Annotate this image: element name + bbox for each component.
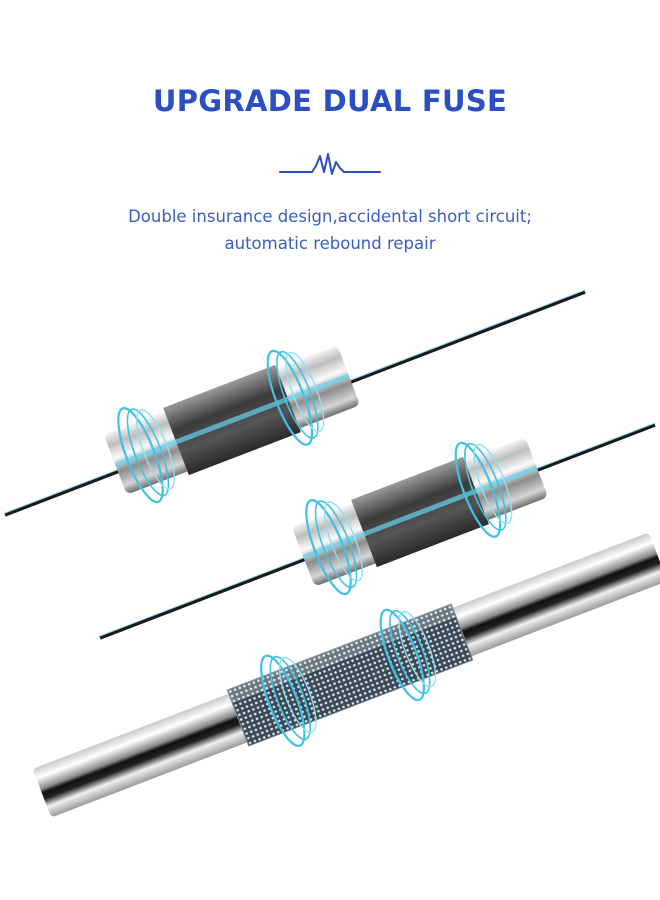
subtitle: Double insurance design,accidental short… bbox=[0, 203, 660, 257]
fuse-middle bbox=[99, 422, 656, 640]
fuse-top bbox=[4, 289, 586, 517]
subtitle-line-1: Double insurance design,accidental short… bbox=[128, 207, 532, 226]
subtitle-line-2: automatic rebound repair bbox=[224, 234, 436, 253]
page-title: UPGRADE DUAL FUSE bbox=[152, 84, 508, 118]
heartbeat-pulse-icon bbox=[279, 153, 381, 175]
fuse-illustration bbox=[4, 289, 660, 817]
fuse-bottom bbox=[33, 533, 660, 817]
